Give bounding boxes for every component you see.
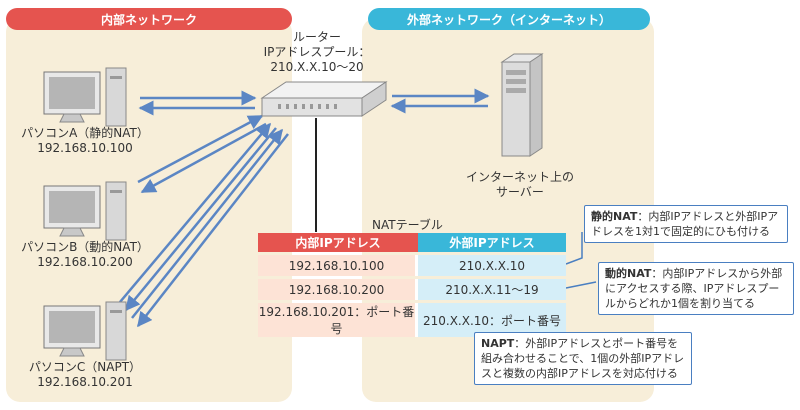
arrow-router-to-b — [140, 122, 267, 194]
pc-a-ip: 192.168.10.100 — [37, 141, 133, 155]
router-pool-label: IPアドレスプール： — [263, 45, 371, 59]
callout-napt-text: ：外部IPアドレスとポート番号を組み合わせることで、1個の外部IPアドレスと複数… — [481, 337, 685, 380]
table-row: 192.168.10.100 210.X.X.10 — [258, 255, 566, 276]
pc-b-icon — [40, 180, 130, 246]
arrow-c-to-router-2 — [131, 128, 283, 319]
router-icon — [258, 78, 390, 126]
callout-static-text: ：内部IPアドレスと外部IPアドレスを1対1で固定的にひも付ける — [591, 210, 779, 238]
pc-b-name: パソコンB（動的NAT） — [21, 240, 149, 254]
callout-dynamic-term: 動的NAT — [605, 267, 652, 280]
arrow-b-to-router — [137, 114, 264, 184]
arrow-router-to-c-2 — [137, 133, 289, 328]
server-label-line1: インターネット上の — [465, 170, 574, 184]
nat-table: 内部IPアドレス 外部IPアドレス 192.168.10.100 210.X.X… — [258, 230, 566, 340]
pc-c-icon — [40, 300, 130, 366]
pc-c-ip: 192.168.10.201 — [37, 375, 133, 389]
nat-table-header: 内部IPアドレス 外部IPアドレス — [258, 233, 566, 252]
callout-dynamic-pointer — [565, 281, 597, 289]
router-label: ルーター — [292, 30, 341, 44]
external-network-title: 外部ネットワーク（インターネット） — [368, 8, 650, 30]
callout-dynamic-text: ：内部IPアドレスから外部にアクセスする際、IPアドレスプールからどれか1個を割… — [605, 267, 783, 310]
nat-row-3-internal: 192.168.10.201：ポート番号 — [258, 303, 418, 337]
pc-b-ip: 192.168.10.200 — [37, 255, 133, 269]
table-row: 192.168.10.201：ポート番号 210.X.X.10：ポート番号 — [258, 303, 566, 337]
arrow-c-to-router-1 — [119, 122, 271, 303]
nat-row-2-internal: 192.168.10.200 — [258, 279, 418, 300]
nat-table-title: NATテーブル — [372, 218, 443, 232]
pc-a-icon — [40, 66, 130, 132]
nat-row-2-external: 210.X.X.11〜19 — [418, 279, 566, 300]
nat-row-3-external: 210.X.X.10：ポート番号 — [418, 303, 566, 337]
nat-col-external: 外部IPアドレス — [418, 233, 566, 252]
arrow-router-to-c-1 — [125, 127, 277, 312]
callout-static-pointer — [565, 232, 583, 265]
nat-row-1-internal: 192.168.10.100 — [258, 255, 418, 276]
pc-c-name: パソコンC（NAPT） — [28, 360, 142, 374]
nat-row-1-external: 210.X.X.10 — [418, 255, 566, 276]
server-label-line2: サーバー — [496, 185, 544, 199]
pc-a-name: パソコンA（静的NAT） — [21, 126, 149, 140]
callout-napt: NAPT：外部IPアドレスとポート番号を組み合わせることで、1個の外部IPアドレ… — [474, 332, 692, 385]
router-pool-range: 210.X.X.10〜20 — [270, 60, 364, 74]
callout-dynamic-nat: 動的NAT：内部IPアドレスから外部にアクセスする際、IPアドレスプールからどれ… — [598, 262, 794, 315]
callout-static-term: 静的NAT — [591, 210, 638, 223]
internal-network-title: 内部ネットワーク — [6, 8, 292, 30]
nat-col-internal: 内部IPアドレス — [258, 233, 418, 252]
table-row: 192.168.10.200 210.X.X.11〜19 — [258, 279, 566, 300]
callout-static-nat: 静的NAT：内部IPアドレスと外部IPアドレスを1対1で固定的にひも付ける — [584, 205, 788, 243]
callout-napt-term: NAPT — [481, 337, 515, 350]
server-icon — [496, 52, 546, 164]
